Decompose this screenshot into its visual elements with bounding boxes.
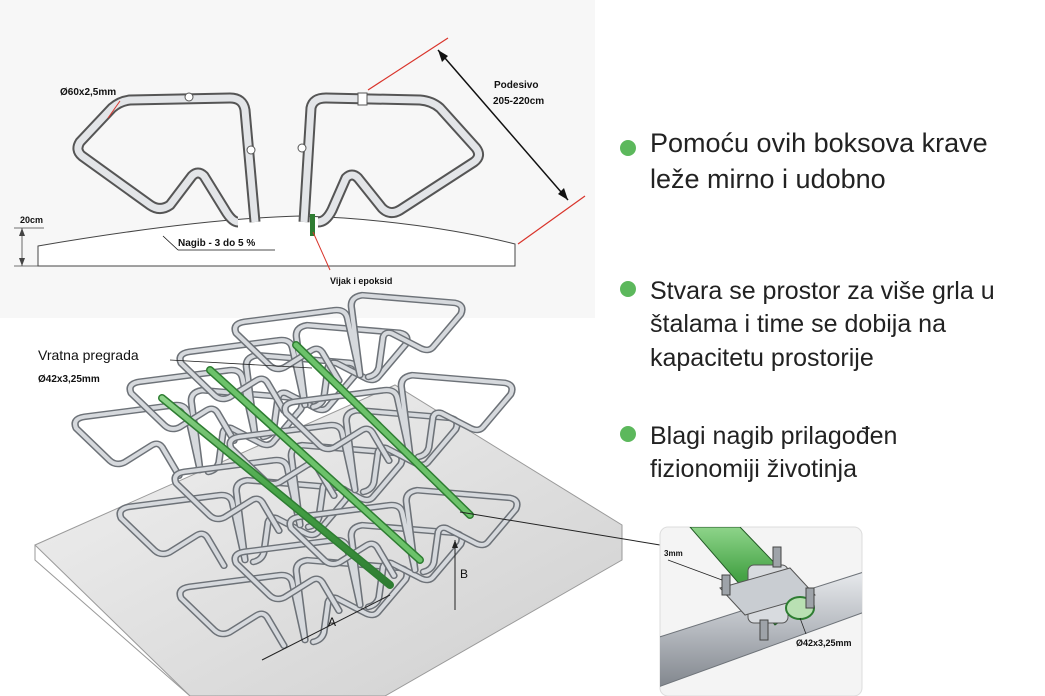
- feature-text-1: Pomoću ovih boksova krave leže mirno i u…: [650, 128, 988, 194]
- adjustable-label: Podesivo: [494, 80, 538, 91]
- dimension-a: A: [261, 594, 391, 661]
- bullet-dot: [620, 426, 636, 442]
- anchor-post: [310, 214, 315, 236]
- adjustable-dimension: Podesivo 205-220cm: [367, 37, 586, 245]
- slope-label: Nagib - 3 do 5 %: [178, 238, 255, 249]
- feature-item-3: Blagi nagib prilagođen fizionomiji život…: [620, 420, 970, 487]
- feature-text-2: Stvara se prostor za više grla u štalama…: [650, 277, 995, 372]
- feature-text-3: Blagi nagib prilagođen fizionomiji život…: [650, 422, 898, 484]
- anchor-label: Vijak i epoksid: [330, 276, 392, 286]
- feature-item-2: Stvara se prostor za više grla u štalama…: [620, 275, 1030, 375]
- feature-item-1: Pomoću ovih boksova krave leže mirno i u…: [620, 126, 1040, 198]
- dimension-a-label: A: [328, 615, 336, 629]
- stall-loop: [116, 476, 351, 570]
- bullet-dot: [620, 140, 636, 156]
- dimension-b-label: B: [460, 567, 468, 581]
- left-stall-pipe: [72, 92, 261, 228]
- bullet-dot: [620, 281, 636, 297]
- stall-loop: [281, 371, 516, 465]
- clamp-detail-inset: 3mm Ø42x3,25mm: [659, 526, 863, 696]
- height-dimension: 20cm: [14, 215, 44, 267]
- side-view: Ø60x2,5mm Podesivo 205-220cm 20cm Nagib …: [0, 0, 595, 318]
- adjustable-range: 205-220cm: [493, 96, 544, 107]
- stall-loop: [286, 486, 521, 580]
- neck-rail-title: Vratna pregrada: [38, 347, 139, 363]
- dimension-b: B: [452, 540, 468, 610]
- stall-loop: [176, 556, 411, 650]
- pipe-dimension-label: Ø60x2,5mm: [60, 87, 116, 98]
- clamp-dimension-label: Ø42x3,25mm: [796, 638, 852, 648]
- stall-loop: [231, 291, 466, 385]
- height-label: 20cm: [20, 215, 43, 225]
- perspective-view: A B Vratna pregrada Ø42x3,25mm: [34, 291, 661, 696]
- stall-loops: [71, 291, 521, 650]
- neck-rail-dimension: Ø42x3,25mm: [38, 374, 100, 385]
- detail-left-dimension: 3mm: [664, 549, 683, 558]
- neck-rails: [158, 341, 474, 589]
- detail-callout-line: [459, 511, 661, 546]
- stall-loop: [71, 386, 306, 480]
- right-stall-pipe: [297, 92, 485, 228]
